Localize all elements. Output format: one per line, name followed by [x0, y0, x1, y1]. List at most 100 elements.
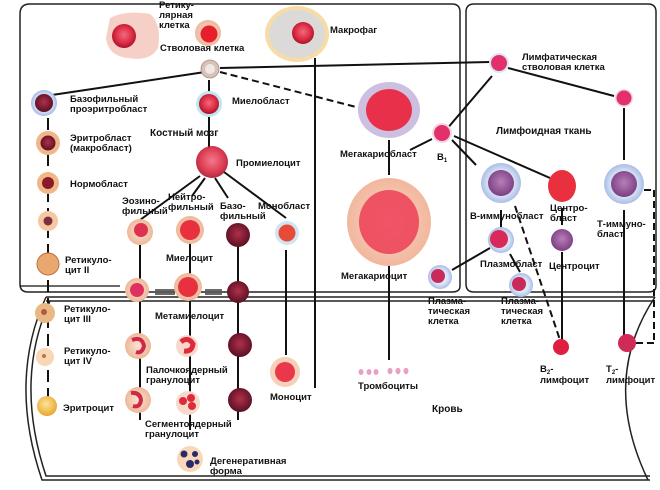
label-line: Ретикуло-: [65, 255, 112, 266]
plasma-cell-1: [428, 265, 452, 289]
t2-lymphocyte: [618, 334, 636, 352]
promyelocyte-label: Промиелоцит: [236, 158, 301, 169]
reticulocyte-4-label: Ретикуло-цит IV: [64, 346, 111, 367]
lymphoid-tissue-frame: [465, 3, 657, 293]
label-line: Эритроцит: [63, 403, 114, 414]
b2-lymphocyte: [553, 339, 569, 355]
centroblast: [548, 170, 576, 202]
label-line: Мегакариоцит: [341, 271, 408, 282]
label-line: стволовая клетка: [522, 62, 605, 73]
label-line: Стволовая клетка: [160, 43, 245, 54]
label-line: гранулоцит: [145, 429, 199, 440]
label-line: Базофильный: [70, 94, 138, 105]
bone-marrow-label: Костный мозг: [150, 128, 218, 139]
label-line: Мегакариобласт: [340, 149, 417, 160]
label-line: тическая: [428, 306, 470, 317]
basophilic-label: Базо-фильный: [220, 201, 266, 222]
megakaryoblast: [358, 82, 420, 138]
label-line: тическая: [501, 306, 543, 317]
label-line: Сегментоядерный: [145, 419, 232, 430]
normoblast: [37, 172, 59, 194]
label-line: Миелоцит: [166, 253, 213, 264]
label-line: Лимфатическая: [522, 52, 597, 63]
label-line: Центроцит: [549, 261, 600, 272]
neutrophilic-label: Нейтро-фильный: [168, 192, 214, 213]
label-line: клетка: [428, 316, 459, 327]
erythrocyte: [37, 396, 57, 416]
reticulocyte-3: [35, 303, 55, 323]
monocyte-label: Моноцит: [270, 392, 312, 403]
b2-lymphocyte-label: B2-лимфоцит: [540, 364, 589, 386]
b1-label: B1: [437, 152, 448, 164]
label-line: лярная: [159, 10, 193, 21]
eosinophilic-myelocyte: [127, 219, 153, 245]
basophilic-band: [228, 333, 252, 357]
eosinophilic-band: [125, 333, 151, 359]
label-line: Метамиелоцит: [155, 311, 225, 322]
blood-vessel-frame: [25, 296, 656, 481]
label-line: фильный: [168, 202, 214, 213]
promyelocyte: [196, 146, 228, 178]
reticulocyte-1: [38, 211, 58, 231]
neutrophilic-band: [176, 335, 198, 357]
stem-cell: [200, 59, 220, 79]
reticulocyte-2-label: Ретикуло-цит II: [65, 255, 112, 276]
label-line: цит IV: [64, 356, 93, 367]
label-line: Дегенеративная: [210, 456, 286, 467]
eosinophilic-label: Эозино-фильный: [122, 196, 168, 217]
label-line: Ретикуло-: [64, 346, 111, 357]
monoblast-label: Монобласт: [258, 201, 310, 212]
eosinophilic-metamyelocyte: [125, 278, 149, 302]
macrophage: [265, 6, 329, 62]
degenerative-form-cell: [177, 446, 203, 472]
label-line: бласт: [597, 229, 624, 240]
label-line: цит III: [64, 314, 91, 325]
lymphoid-tissue-label: Лимфоидная ткань: [496, 125, 592, 137]
label-line: Базо-: [220, 201, 246, 212]
label-line: Миелобласт: [232, 96, 290, 107]
label-line: В-иммунобласт: [470, 211, 544, 222]
platelets: [358, 367, 409, 375]
label-line: Лимфоидная ткань: [496, 125, 592, 137]
plasma-cell-2: [509, 273, 533, 297]
myeloblast-label: Миелобласт: [232, 96, 290, 107]
neutrophilic-myelocyte: [176, 216, 204, 244]
plasmoblast: [488, 227, 514, 253]
label-line: Монобласт: [258, 201, 310, 212]
t2-lymphocyte-label: T2-лимфоцит: [606, 364, 655, 386]
label-line: бласт: [550, 213, 577, 224]
label-line: Плазмобласт: [480, 259, 543, 270]
megakaryocyte: [347, 178, 431, 266]
t-immunoblast: [604, 164, 644, 204]
label-line: Т-иммуно-: [597, 219, 646, 230]
label-line: фильный: [220, 211, 266, 222]
stem-cell-label: Стволовая клетка: [160, 43, 245, 54]
label-line: Макрофаг: [330, 25, 377, 36]
reticulocyte-2: [36, 252, 60, 276]
erythroblast-label: Эритробласт(макробласт): [70, 133, 132, 154]
t-precursor: [615, 89, 633, 107]
label-line: Эозино-: [122, 196, 160, 207]
label-line: Плазма-: [428, 296, 466, 307]
label-line: Нейтро-: [168, 192, 205, 203]
basophilic-proerythroblast: [31, 90, 57, 116]
plasmoblast-label: Плазмобласт: [480, 259, 543, 270]
monocyte: [270, 357, 300, 387]
megakaryoblast-label: Мегакариобласт: [340, 149, 417, 160]
metamyelocyte-label: Метамиелоцит: [155, 311, 225, 322]
monoblast: [275, 221, 299, 245]
label-line: Костный мозг: [150, 128, 218, 139]
barrier-double-lines: [20, 285, 222, 295]
basophilic-metamyelocyte: [227, 281, 249, 303]
reticular-cell: [195, 20, 221, 46]
normoblast-label: Нормобласт: [70, 179, 128, 190]
blood-label: Кровь: [432, 404, 463, 415]
neutrophilic-metamyelocyte: [174, 273, 202, 301]
